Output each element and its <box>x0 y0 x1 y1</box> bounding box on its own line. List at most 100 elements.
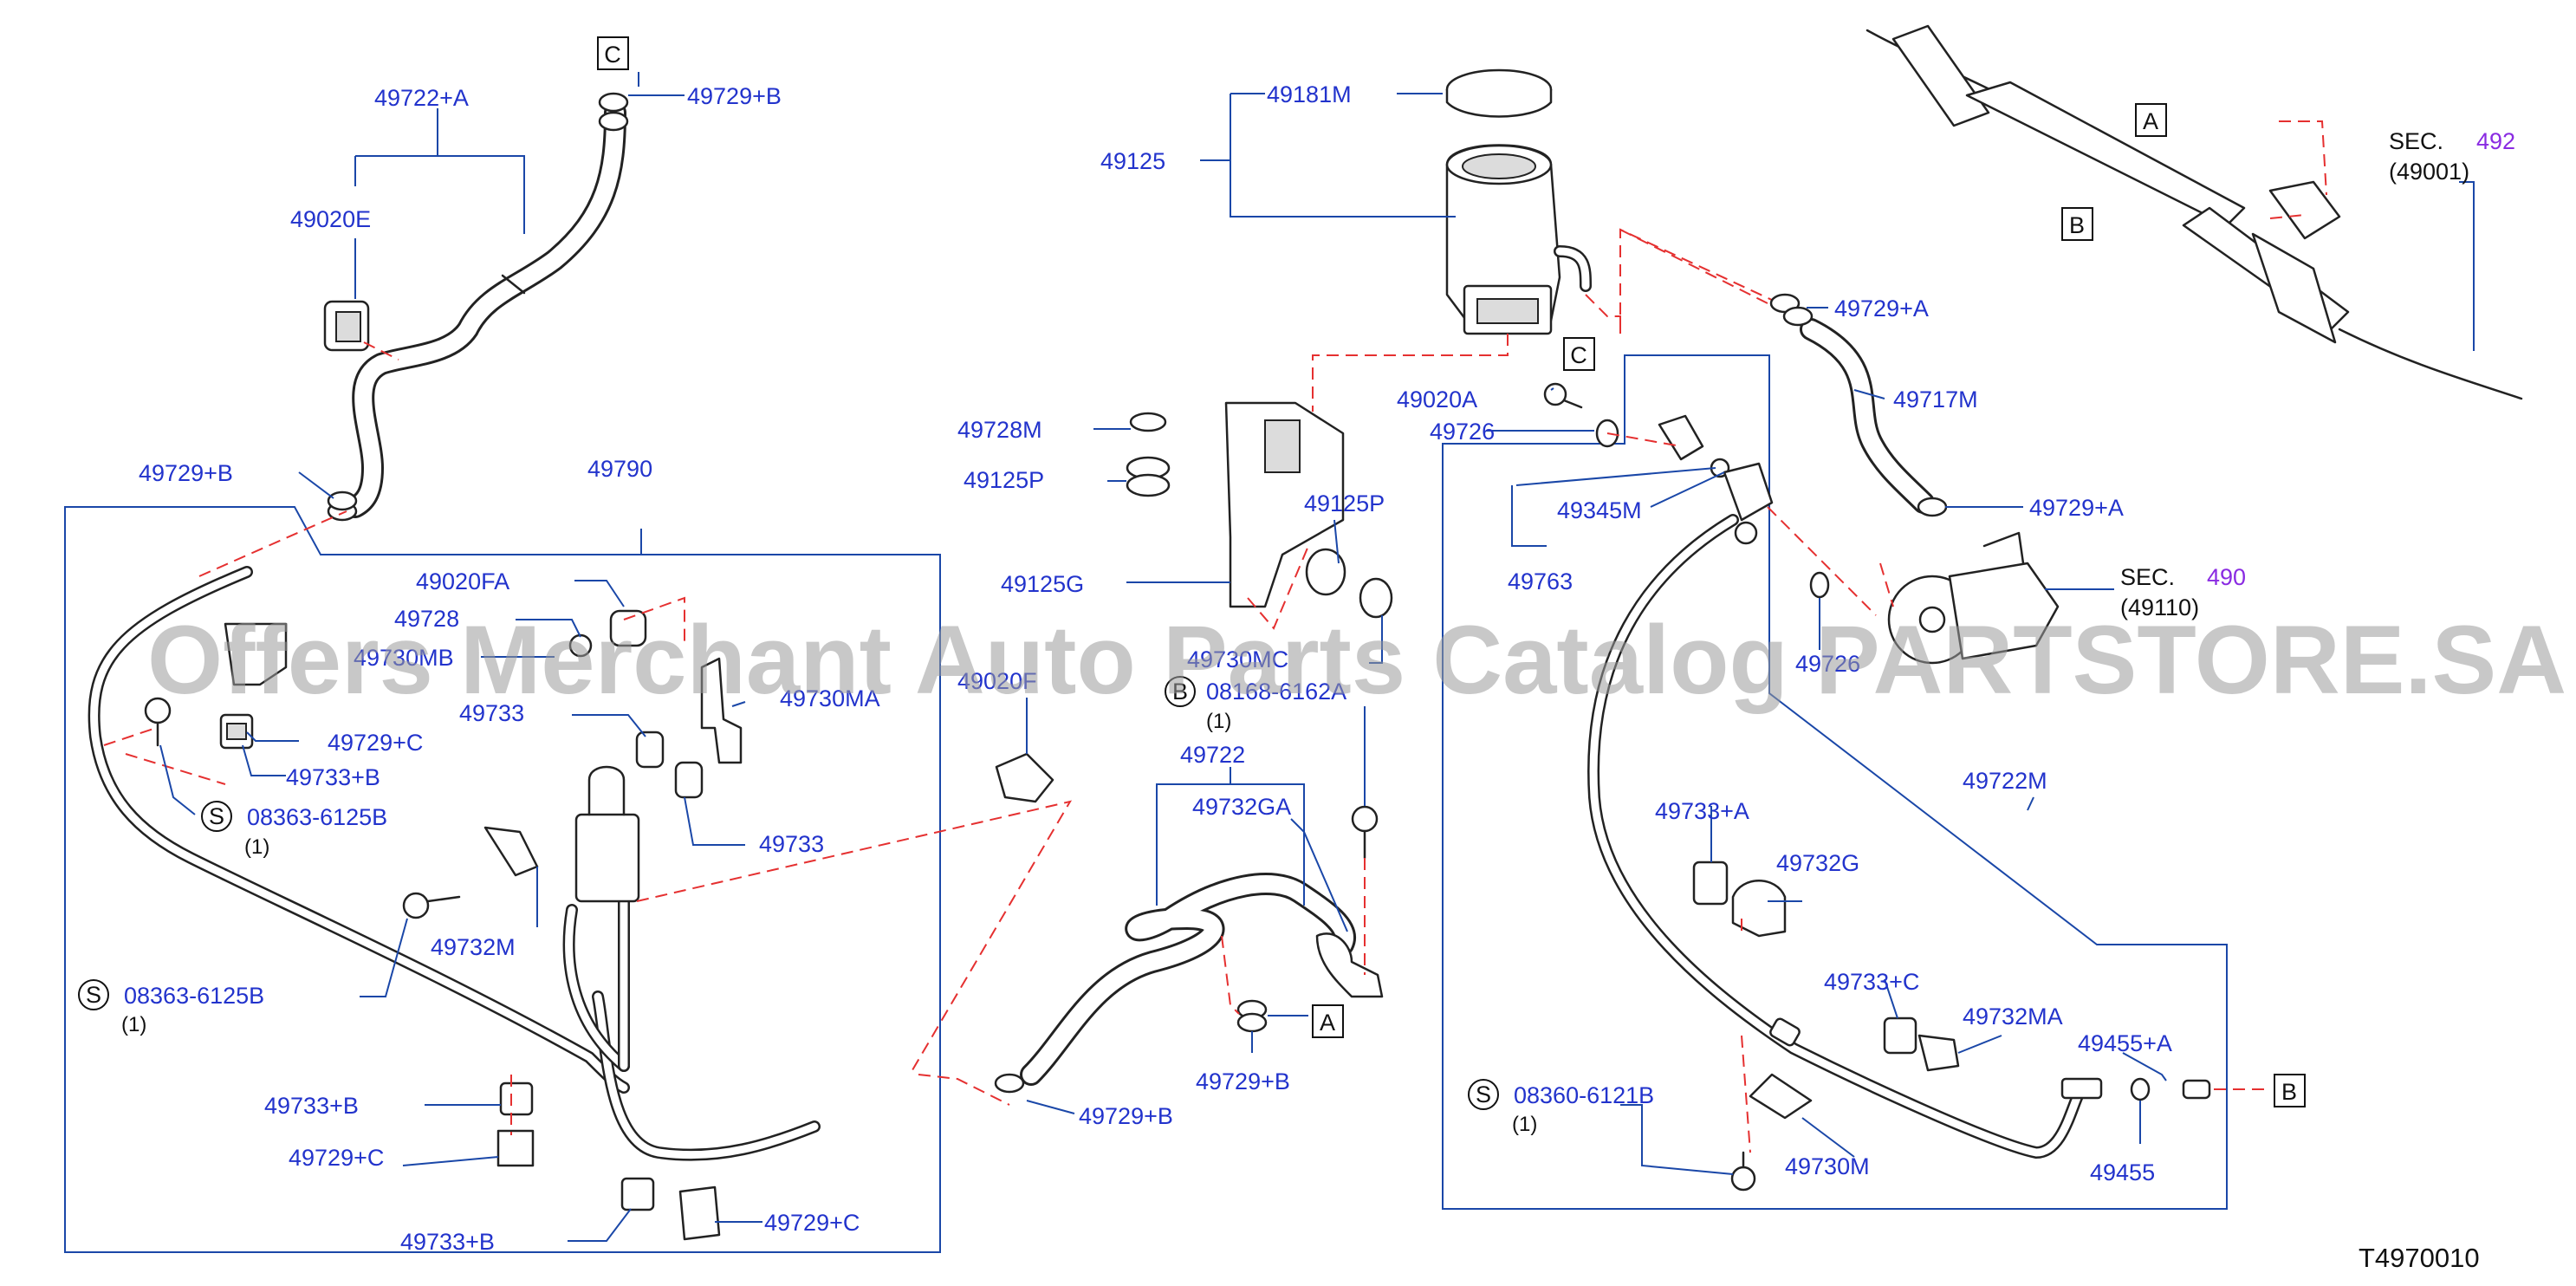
label-49732ma[interactable]: 49732MA <box>1963 1003 2063 1029</box>
bolt-49732m[interactable] <box>402 892 461 919</box>
label-49722a[interactable]: 49722+A <box>374 85 469 111</box>
label-49733b-1[interactable]: 49733+B <box>286 764 380 790</box>
clamp-49729b-top[interactable] <box>598 92 629 132</box>
label-49729b-2[interactable]: 49729+B <box>139 460 233 486</box>
grommet-49733-1[interactable] <box>635 731 665 769</box>
pressure-switch-49763[interactable] <box>1658 414 1730 478</box>
bolt-left-1[interactable] <box>144 697 172 747</box>
hose-49722[interactable] <box>1020 873 1356 1086</box>
label-49020a[interactable]: 49020A <box>1397 386 1477 412</box>
return-hose-49717m[interactable] <box>1800 318 1935 514</box>
clamp-49732ma[interactable] <box>1917 1034 1960 1072</box>
label-49125[interactable]: 49125 <box>1100 148 1165 174</box>
bracket-49125g[interactable] <box>1224 401 1345 608</box>
label-49455[interactable]: 49455 <box>2090 1159 2155 1185</box>
pipe-assembly-49790[interactable] <box>88 566 821 1161</box>
washer-49726-2[interactable] <box>1809 571 1830 599</box>
label-08363-1[interactable]: 08363-6125B <box>247 804 387 830</box>
label-49730mb[interactable]: 49730MB <box>354 645 454 671</box>
grommet-49733c[interactable] <box>1883 1016 1917 1055</box>
section-ref-490[interactable]: SEC. 490 (49110) <box>2120 564 2246 620</box>
label-49726[interactable]: 49726 <box>1430 419 1495 445</box>
label-49722m[interactable]: 49722M <box>1963 768 2047 794</box>
clamp-49729c-2[interactable] <box>496 1129 535 1167</box>
bracket-left-2[interactable] <box>483 826 539 877</box>
label-49125p-1[interactable]: 49125P <box>964 467 1044 493</box>
fitting-49455[interactable] <box>2060 1077 2211 1101</box>
clamp-49729b-left[interactable] <box>327 490 358 522</box>
bracket-49730ma[interactable] <box>700 657 743 764</box>
label-49726-2[interactable]: 49726 <box>1795 651 1860 677</box>
label-49733-2[interactable]: 49733 <box>759 831 824 857</box>
bolt-49020a[interactable] <box>1543 382 1583 409</box>
label-49722[interactable]: 49722 <box>1180 742 1245 768</box>
label-49733c[interactable]: 49733+C <box>1824 969 1919 995</box>
label-49732ga[interactable]: 49732GA <box>1192 794 1291 820</box>
label-49345m[interactable]: 49345M <box>1557 497 1642 523</box>
section-ref-492[interactable]: SEC. 492 (49001) <box>2389 128 2515 185</box>
label-49125g[interactable]: 49125G <box>1001 571 1084 597</box>
cooler-block[interactable] <box>574 765 640 903</box>
label-49730ma[interactable]: 49730MA <box>780 685 880 711</box>
label-08168[interactable]: 08168-6162A <box>1206 679 1346 705</box>
label-49729c-1[interactable]: 49729+C <box>328 730 423 756</box>
connector-49020e[interactable] <box>323 300 370 352</box>
bracket-49730m[interactable] <box>1749 1073 1813 1120</box>
bolt-08168[interactable] <box>1351 805 1379 860</box>
connector-49020f[interactable] <box>995 752 1054 803</box>
grommet-49733-2[interactable] <box>674 761 704 799</box>
label-49730mc[interactable]: 49730MC <box>1187 646 1288 672</box>
label-49728m[interactable]: 49728M <box>957 417 1042 443</box>
clamp-49732ga[interactable] <box>1315 932 1384 998</box>
bracket-49730mb[interactable] <box>224 622 288 686</box>
label-49020f[interactable]: 49020F <box>957 668 1037 694</box>
label-49729a-1[interactable]: 49729+A <box>1834 296 1929 322</box>
label-49181m[interactable]: 49181M <box>1267 81 1352 107</box>
label-49733b-3[interactable]: 49733+B <box>400 1229 495 1255</box>
grommet-49125p-1[interactable] <box>1126 456 1171 497</box>
clamp-49729a-2[interactable] <box>1917 497 1948 517</box>
reservoir-cap-49181m[interactable] <box>1445 68 1553 118</box>
label-49729b-1[interactable]: 49729+B <box>687 83 782 109</box>
label-08363-2[interactable]: 08363-6125B <box>124 983 264 1009</box>
label-49728[interactable]: 49728 <box>394 606 459 632</box>
grommet-49125p-2[interactable] <box>1305 548 1393 619</box>
label-49455a[interactable]: 49455+A <box>2078 1030 2172 1056</box>
power-steering-pump[interactable] <box>1887 531 2060 665</box>
label-49733b-2[interactable]: 49733+B <box>264 1093 359 1119</box>
clamp-49729b-mid-2[interactable] <box>1236 999 1268 1033</box>
label-49717m[interactable]: 49717M <box>1893 386 1978 412</box>
label-49763[interactable]: 49763 <box>1508 568 1573 594</box>
clamp-49732g[interactable] <box>1731 880 1787 938</box>
label-49730m[interactable]: 49730M <box>1785 1153 1870 1179</box>
grommet-49733a[interactable] <box>1692 861 1729 906</box>
label-49733a[interactable]: 49733+A <box>1655 798 1749 824</box>
label-49732m[interactable]: 49732M <box>431 934 516 960</box>
clamp-49729c-3[interactable] <box>678 1185 721 1241</box>
label-08360[interactable]: 08360-6121B <box>1514 1082 1654 1108</box>
label-49729b-3[interactable]: 49729+B <box>1079 1103 1173 1129</box>
label-49729c-3[interactable]: 49729+C <box>764 1210 860 1236</box>
grommet-49020fa[interactable] <box>609 609 647 647</box>
label-49125p-2[interactable]: 49125P <box>1304 490 1385 516</box>
label-49733-1[interactable]: 49733 <box>459 700 524 726</box>
washer-49728m[interactable] <box>1129 412 1167 432</box>
clamp-49729b-mid-1[interactable] <box>994 1073 1025 1094</box>
label-49020e[interactable]: 49020E <box>290 206 371 232</box>
bolt-08360[interactable] <box>1730 1151 1756 1192</box>
label-49020fa[interactable]: 49020FA <box>416 568 509 594</box>
reservoir-49125[interactable] <box>1445 144 1592 335</box>
label-49729b-4[interactable]: 49729+B <box>1196 1068 1290 1094</box>
high-pressure-hose-49722m[interactable] <box>1587 514 2086 1159</box>
label-49729a-2[interactable]: 49729+A <box>2029 495 2124 521</box>
steering-gear-rack[interactable] <box>1865 24 2523 400</box>
label-49729c-2[interactable]: 49729+C <box>289 1145 384 1171</box>
clamp-49729a-1[interactable] <box>1769 293 1814 327</box>
label-49732g[interactable]: 49732G <box>1776 850 1859 876</box>
label-49790[interactable]: 49790 <box>587 456 652 482</box>
grommet-49733b-2[interactable] <box>499 1081 534 1116</box>
grommet-49733b-3[interactable] <box>620 1177 655 1211</box>
grommet-49733b-1[interactable] <box>219 713 254 750</box>
hose-fitting-49345m[interactable] <box>1723 462 1774 545</box>
hose-49722a[interactable] <box>344 101 626 518</box>
